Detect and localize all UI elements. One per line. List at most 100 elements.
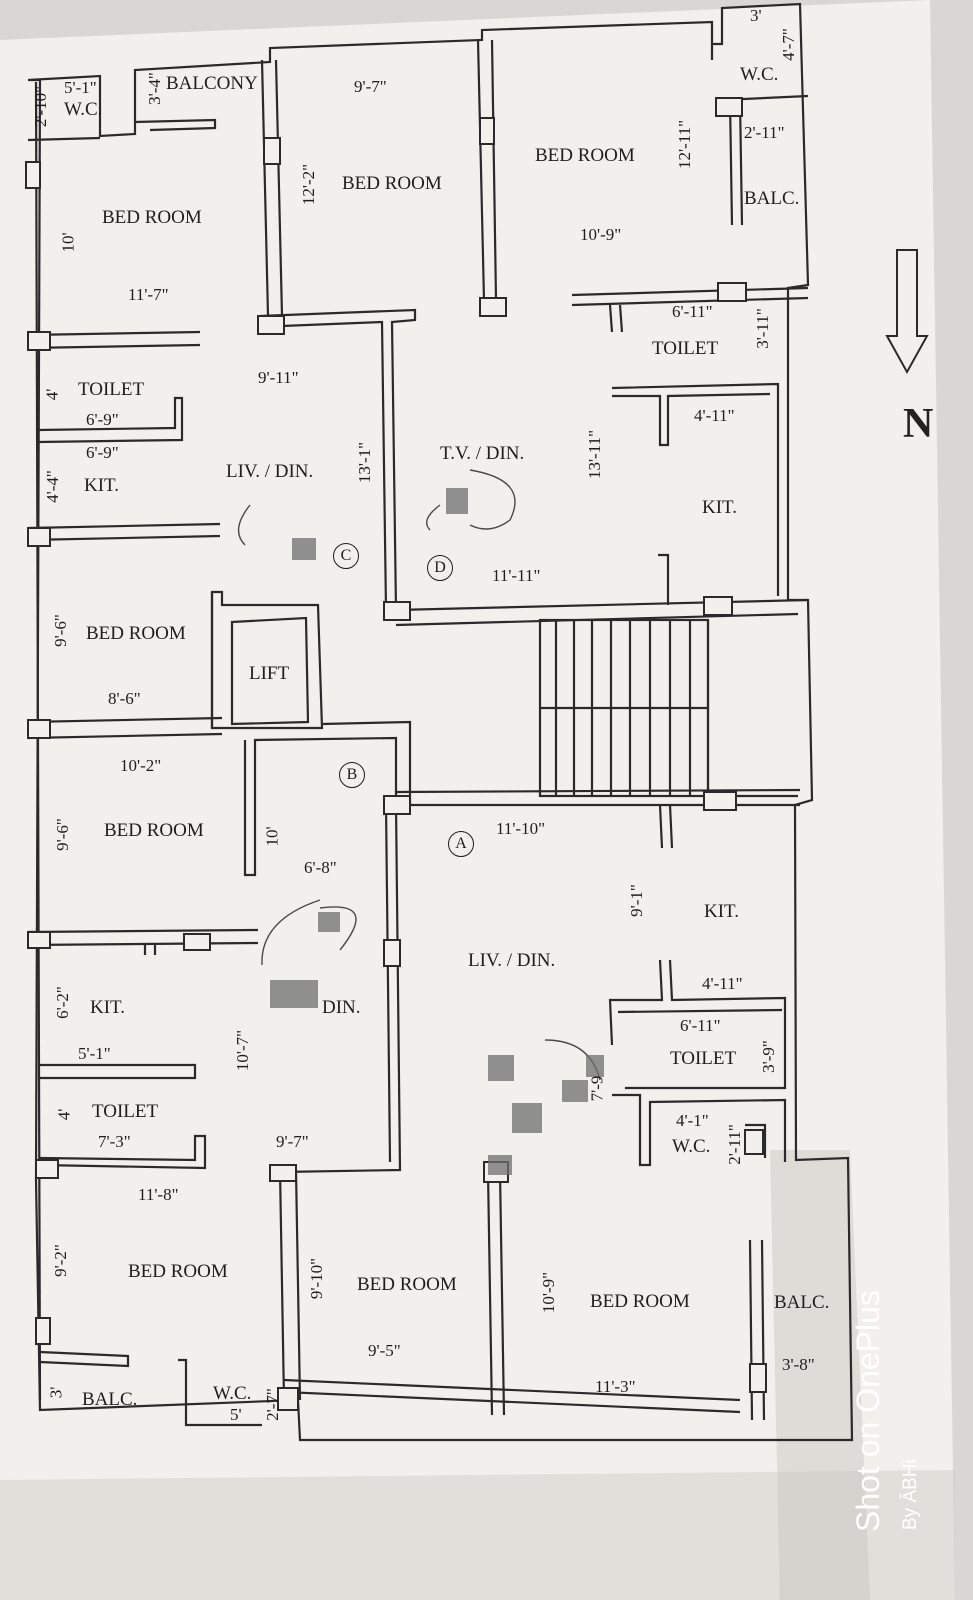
dim-label: 5'-1" bbox=[78, 1044, 111, 1063]
dim-label: 3'-8" bbox=[782, 1355, 815, 1374]
dim-label: 7'-9 bbox=[587, 1075, 607, 1102]
dim-label: 11'-11" bbox=[492, 566, 541, 585]
dim-label: 10'-7" bbox=[233, 1029, 253, 1072]
dim-label: 3' bbox=[46, 1386, 66, 1399]
dim-label: 9'-10" bbox=[307, 1257, 327, 1300]
room-label-kit: KIT. bbox=[90, 997, 125, 1018]
shadow bbox=[770, 1150, 870, 1600]
dim-label: 11'-7" bbox=[128, 285, 169, 304]
dim-label: 6'-9" bbox=[86, 410, 119, 429]
room-label-tv-din: T.V. / DIN. bbox=[440, 443, 525, 464]
room-label-liv-din: LIV. / DIN. bbox=[226, 461, 314, 482]
dim-label: 5'-1" bbox=[64, 78, 97, 97]
room-label-wc: W.C. bbox=[213, 1383, 252, 1404]
room-label-kit: KIT. bbox=[704, 901, 739, 922]
wall-blocks bbox=[25, 97, 767, 1411]
dim-label: 4' bbox=[54, 1108, 74, 1121]
room-label-bed-room: BED ROOM bbox=[104, 820, 204, 841]
dim-label: 10' bbox=[262, 826, 282, 847]
dim-label: 12'-11" bbox=[675, 119, 695, 170]
room-label-liv-din: LIV. / DIN. bbox=[468, 950, 556, 971]
dim-label: 4'-7" bbox=[778, 28, 798, 61]
dim-label: 9'-1" bbox=[626, 884, 646, 917]
north-label: N bbox=[903, 401, 934, 447]
dim-label: 8'-6" bbox=[108, 689, 141, 708]
dim-label: 3' bbox=[750, 6, 762, 25]
dim-label: 13'-1" bbox=[355, 441, 375, 484]
dim-label: 9'-5" bbox=[368, 1341, 401, 1360]
room-label-lift: LIFT bbox=[249, 663, 290, 684]
dim-label: 13'-11" bbox=[585, 429, 605, 480]
dim-label: 7'-3" bbox=[98, 1132, 131, 1151]
dim-label: 9'-7" bbox=[354, 77, 387, 96]
room-label-bed-room: BED ROOM bbox=[342, 173, 442, 194]
dim-label: 2'-10" bbox=[31, 85, 51, 128]
dim-label: 12'-2" bbox=[299, 163, 319, 206]
dim-label: 9'-11" bbox=[258, 368, 299, 387]
room-label-wc: W.C. bbox=[672, 1136, 711, 1157]
flat-marker-a: A bbox=[448, 831, 474, 857]
dim-label: 4'-1" bbox=[676, 1111, 709, 1130]
room-label-bed-room: BED ROOM bbox=[102, 207, 202, 228]
room-label-wc: W.C. bbox=[740, 64, 779, 85]
dim-label: 6'-9" bbox=[86, 443, 119, 462]
left-inner-wall bbox=[34, 81, 42, 1401]
room-label-wc: W.C. bbox=[64, 99, 103, 120]
table-edge bbox=[0, 1470, 955, 1600]
room-label-bed-room: BED ROOM bbox=[86, 623, 186, 644]
dim-label: 9'-6" bbox=[50, 614, 70, 647]
outer-wall bbox=[27, 2, 854, 1442]
dim-label: 2'-11" bbox=[744, 123, 785, 142]
dim-label: 10'-9" bbox=[580, 225, 622, 244]
dim-label: 9'-7" bbox=[276, 1132, 309, 1151]
room-label-toilet: TOILET bbox=[652, 338, 719, 359]
dim-label: 9'-6" bbox=[52, 818, 72, 851]
flat-marker-c: C bbox=[333, 543, 359, 569]
flat-marker-b: B bbox=[339, 762, 365, 788]
dim-label: 6'-11" bbox=[672, 302, 713, 321]
dim-label: 11'-10" bbox=[496, 819, 546, 838]
room-label-balcony: BALCONY bbox=[166, 73, 258, 94]
dim-label: 11'-8" bbox=[138, 1185, 179, 1204]
dim-label: 4'-11" bbox=[702, 974, 743, 993]
room-label-toilet: TOILET bbox=[670, 1048, 737, 1069]
dim-label: 6'-2" bbox=[52, 986, 72, 1019]
flat-marker-d: D bbox=[427, 555, 453, 581]
watermark-byline: By ĀBHi bbox=[900, 1459, 921, 1530]
pen-marks bbox=[237, 469, 601, 1081]
dim-label: 6'-8" bbox=[304, 858, 337, 877]
dim-label: 11'-3" bbox=[595, 1377, 636, 1396]
room-label-bed-room: BED ROOM bbox=[535, 145, 635, 166]
redactions bbox=[270, 488, 604, 1175]
dim-label: 6'-11" bbox=[680, 1016, 721, 1035]
dim-label: 10'-9" bbox=[539, 1271, 559, 1314]
room-label-kit: KIT. bbox=[84, 475, 119, 496]
dim-label: 2'-7" bbox=[262, 1388, 282, 1421]
dim-label: 5' bbox=[230, 1405, 242, 1424]
dim-label: 10' bbox=[58, 232, 78, 253]
watermark-text: Shot on OnePlus bbox=[850, 1290, 886, 1532]
dim-label: 4'-11" bbox=[694, 406, 735, 425]
room-label-toilet: TOILET bbox=[92, 1101, 159, 1122]
room-label-din: DIN. bbox=[322, 997, 361, 1018]
room-label-kit: KIT. bbox=[702, 497, 737, 518]
room-label-balc: BALC. bbox=[774, 1292, 830, 1313]
room-label-balc: BALC. bbox=[82, 1389, 138, 1410]
dim-label: 9'-2" bbox=[50, 1244, 70, 1277]
dim-label: 3'-4" bbox=[144, 72, 164, 105]
dim-label: 3'-9" bbox=[758, 1040, 778, 1073]
room-label-balc: BALC. bbox=[744, 188, 800, 209]
room-label-bed-room: BED ROOM bbox=[128, 1261, 228, 1282]
dim-label: 10'-2" bbox=[120, 756, 162, 775]
room-label-bed-room: BED ROOM bbox=[357, 1274, 457, 1295]
north-arrow bbox=[885, 249, 929, 375]
room-label-toilet: TOILET bbox=[78, 379, 145, 400]
dim-label: 4' bbox=[42, 388, 62, 401]
dim-label: 4'-4" bbox=[42, 470, 62, 503]
dim-label: 3'-11" bbox=[752, 308, 772, 349]
room-label-bed-room: BED ROOM bbox=[590, 1291, 690, 1312]
dim-label: 2'-11" bbox=[724, 1124, 744, 1165]
